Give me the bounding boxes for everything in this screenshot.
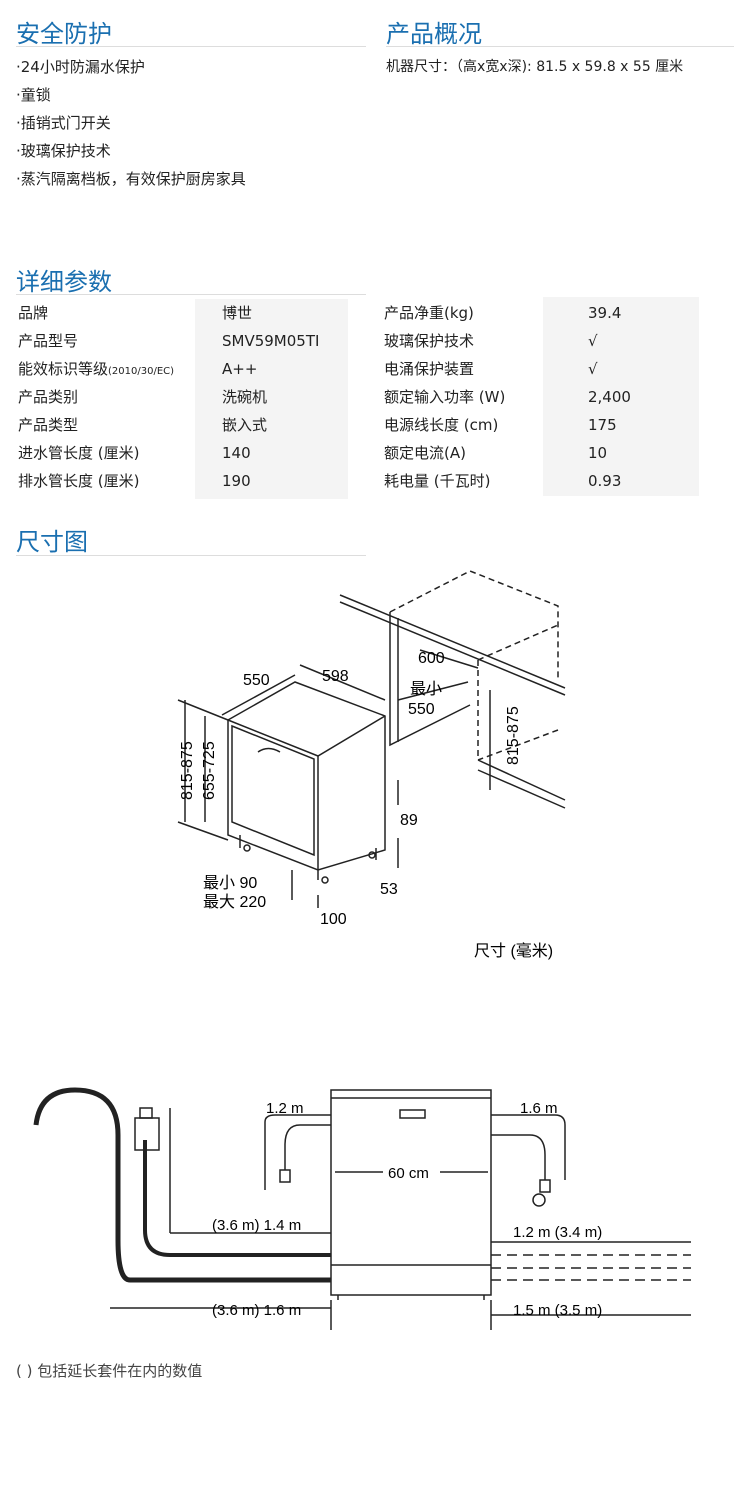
spec-row: 品牌 — [18, 299, 48, 327]
spec-value: 190 — [222, 472, 251, 490]
dim-598: 598 — [322, 668, 349, 685]
footnote: ( ) 包括延长套件在内的数值 — [16, 1362, 203, 1380]
dim-min-label: 最小 — [410, 680, 442, 698]
spec-label: 产品净重(kg) — [384, 304, 474, 322]
spec-label: 耗电量 (千瓦时) — [384, 472, 491, 490]
spec-value: √ — [588, 332, 598, 350]
spec-label: 电源线长度 (cm) — [384, 416, 499, 434]
spec-label: 电涌保护装置 — [384, 360, 475, 378]
spec-row: 产品净重(kg) — [384, 299, 474, 327]
safety-title: 安全防护 — [16, 20, 112, 48]
spec-row: 额定电流(A) — [384, 439, 466, 467]
dimensions-divider — [16, 555, 366, 556]
spec-label: 产品类别 — [18, 388, 79, 406]
overview-title: 产品概况 — [386, 20, 482, 48]
spec-row: 电源线长度 (cm) — [384, 411, 498, 439]
safety-item: ·蒸汽隔离档板，有效保护厨房家具 — [16, 170, 246, 188]
safety-item: ·插销式门开关 — [16, 114, 111, 132]
spec-row: 产品类别 — [18, 383, 78, 411]
drain-length: (3.6 m) 1.6 m — [212, 1302, 301, 1319]
spec-value: 0.93 — [588, 472, 622, 490]
spec-label: 额定电流(A) — [384, 444, 466, 462]
spec-value: 175 — [588, 416, 617, 434]
spec-label: 进水管长度 (厘米) — [18, 444, 140, 462]
spec-row: 电涌保护装置 — [384, 355, 474, 383]
machine-size: 机器尺寸：（高x宽x深): 81.5 x 59.8 x 55 厘米 — [386, 59, 684, 75]
right-1-2m: 1.2 m (3.4 m) — [513, 1224, 602, 1241]
spec-value: SMV59M05TI — [222, 332, 320, 350]
overview-divider — [386, 46, 734, 47]
spec-label-note: (2010/30/EC) — [108, 366, 175, 377]
hose-1-2m: 1.2 m — [266, 1100, 304, 1117]
spec-label: 额定输入功率 (W) — [384, 388, 506, 406]
dim-89: 89 — [400, 812, 418, 829]
safety-item: ·24小时防漏水保护 — [16, 58, 145, 76]
dimensions-title: 尺寸图 — [16, 528, 88, 556]
spec-row: 产品类型 — [18, 411, 78, 439]
spec-label: 产品类型 — [18, 416, 79, 434]
dimension-drawing: 550 598 600 最小 550 815-875 655-725 815-8… — [177, 570, 566, 960]
safety-divider — [16, 46, 366, 47]
spec-value: 洗碗机 — [222, 388, 268, 406]
spec-row: 进水管长度 (厘米) — [18, 439, 139, 467]
spec-label: 产品型号 — [18, 332, 79, 350]
spec-label: 玻璃保护技术 — [384, 332, 475, 350]
spec-value: A++ — [222, 360, 258, 378]
spec-label: 排水管长度 (厘米) — [18, 472, 140, 490]
unit-caption: 尺寸 (毫米) — [474, 941, 553, 960]
dim-53: 53 — [380, 881, 398, 898]
params-divider — [16, 294, 366, 295]
left-value-column — [195, 299, 348, 499]
dim-min-90: 最小 90 — [203, 874, 257, 892]
safety-item: ·玻璃保护技术 — [16, 142, 111, 160]
params-title: 详细参数 — [16, 268, 112, 296]
spec-row: 能效标识等级(2010/30/EC) — [18, 355, 174, 383]
safety-item: ·童锁 — [16, 86, 51, 104]
dim-550: 550 — [243, 672, 270, 689]
right-1-5m: 1.5 m (3.5 m) — [513, 1302, 602, 1319]
width-60cm: 60 cm — [388, 1165, 429, 1182]
spec-value: 2,400 — [588, 388, 631, 406]
hose-diagram: 1.2 m 1.6 m 60 cm (3.6 m) 1.4 m 1.2 m (3… — [33, 1087, 691, 1330]
dim-600: 600 — [418, 650, 445, 667]
dim-550-min: 550 — [408, 701, 435, 718]
dim-655-725: 655-725 — [201, 741, 218, 800]
spec-row: 排水管长度 (厘米) — [18, 467, 139, 495]
dim-815-875-niche: 815-875 — [505, 706, 522, 765]
spec-row: 玻璃保护技术 — [384, 327, 474, 355]
spec-value: 博世 — [222, 304, 253, 322]
spec-value: 10 — [588, 444, 608, 462]
spec-value: 140 — [222, 444, 251, 462]
dim-100: 100 — [320, 911, 347, 928]
hose-1-6m: 1.6 m — [520, 1100, 558, 1117]
spec-row: 额定输入功率 (W) — [384, 383, 505, 411]
spec-label: 品牌 — [18, 304, 49, 322]
spec-row: 耗电量 (千瓦时) — [384, 467, 490, 495]
spec-label: 能效标识等级 — [18, 360, 109, 378]
spec-value: 39.4 — [588, 304, 622, 322]
spec-value: 嵌入式 — [222, 416, 268, 434]
spec-value: √ — [588, 360, 598, 378]
inlet-length: (3.6 m) 1.4 m — [212, 1217, 301, 1234]
dim-815-875: 815-875 — [179, 741, 196, 800]
right-value-column — [543, 297, 699, 496]
spec-row: 产品型号 — [18, 327, 78, 355]
dim-max-220: 最大 220 — [203, 893, 266, 911]
